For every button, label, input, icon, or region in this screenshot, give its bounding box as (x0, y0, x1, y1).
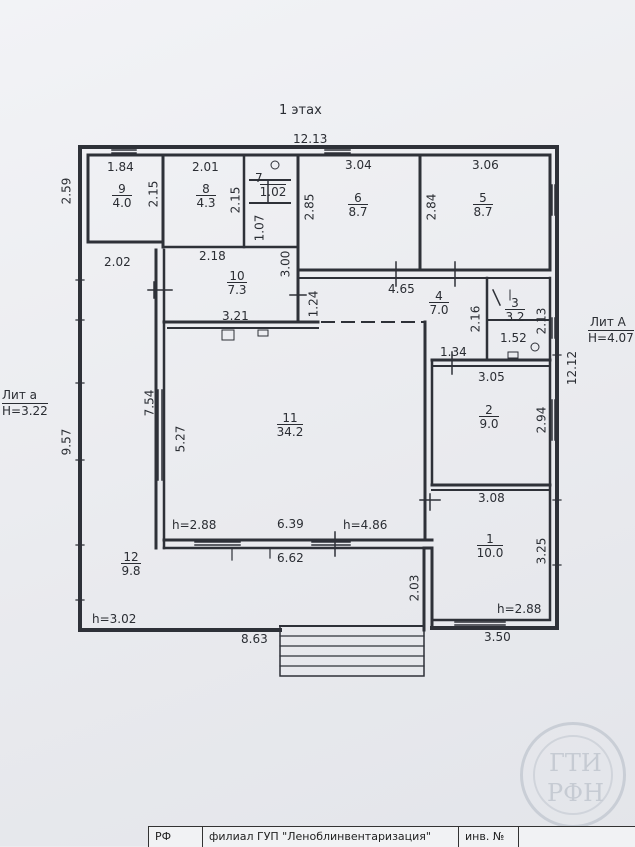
dim-2-01: 2.01 (192, 160, 219, 174)
room-number: 4 (435, 289, 443, 303)
room-number: 3 (511, 296, 519, 310)
room-8: 8 4.3 (192, 183, 220, 209)
dim-2-94: 2.94 (534, 406, 549, 434)
room-area: 9.0 (479, 416, 499, 431)
dim-2-16: 2.16 (468, 305, 483, 333)
dim-2-02: 2.02 (104, 255, 131, 269)
dim-2-15a: 2.15 (146, 180, 161, 208)
lit-right-name: Лит А (590, 315, 626, 329)
dim-2-84: 2.84 (424, 193, 439, 221)
dim-3-05: 3.05 (478, 370, 505, 384)
dim-6-62: 6.62 (277, 551, 304, 565)
room-2: 2 9.0 (474, 404, 504, 430)
lit-left-height: H=3.22 (2, 403, 48, 418)
room-10: 10 7.3 (222, 270, 252, 296)
room-1: 1 10.0 (472, 533, 508, 559)
overall-right-height: 12.12 (565, 350, 580, 386)
height-1: h=2.88 (497, 602, 542, 616)
dim-2-15b: 2.15 (228, 186, 243, 214)
height-11-right: h=4.86 (343, 518, 388, 532)
dim-1-34: 1.34 (440, 345, 467, 359)
room-area: 4.0 (112, 195, 132, 210)
dim-3-00: 3.00 (278, 250, 293, 278)
title-block: РФ филиал ГУП "Леноблинвентаризация" инв… (148, 826, 635, 847)
stamp-bottom-text: РФН (547, 779, 604, 807)
overall-top-width: 12.13 (293, 132, 328, 146)
height-12: h=3.02 (92, 612, 137, 626)
room-number: 12 (123, 550, 139, 564)
room-number: 1 (486, 532, 494, 546)
organization-stamp: ГТИ РФН (520, 722, 626, 828)
room-5: 5 8.7 (468, 192, 498, 218)
dim-5-27: 5.27 (173, 425, 188, 453)
room-area: 34.2 (276, 424, 304, 439)
dim-7-54: 7.54 (142, 389, 157, 417)
dim-2-03: 2.03 (407, 574, 422, 602)
room-area: 7.3 (227, 282, 247, 297)
room-number: 10 (229, 269, 245, 283)
dim-3-06: 3.06 (472, 158, 499, 172)
lit-right-height: H=4.07 (588, 330, 634, 345)
room-area: 7.0 (429, 302, 449, 317)
dim-1-07: 1.07 (252, 214, 267, 242)
dim-6-39: 6.39 (277, 517, 304, 531)
dim-2-13: 2.13 (534, 307, 549, 335)
room-9: 9 4.0 (108, 183, 136, 209)
room-area: 8.7 (473, 204, 493, 219)
floor-title: 1 этах (279, 103, 322, 118)
room-3: 3 3.2 (500, 297, 530, 323)
stamp-inner-ring (533, 735, 613, 815)
title-block-country: РФ (149, 827, 203, 847)
room-number: 2 (485, 403, 493, 417)
dim-2-18: 2.18 (199, 249, 226, 263)
room-12: 12 9.8 (116, 551, 146, 577)
overall-bottom-width: 8.63 (241, 632, 268, 646)
overall-left-height: 9.57 (59, 428, 74, 456)
room-area: 3.2 (505, 309, 525, 324)
height-11-left: h=2.88 (172, 518, 217, 532)
room-area: 10.0 (476, 545, 504, 560)
room-6: 6 8.7 (343, 192, 373, 218)
dim-1-84: 1.84 (107, 160, 134, 174)
room-number: 11 (282, 411, 298, 425)
room-area: 9.8 (121, 563, 141, 578)
room-number: 6 (354, 191, 362, 205)
dim-3-25: 3.25 (534, 537, 549, 565)
dim-2-85: 2.85 (302, 193, 317, 221)
dim-3-04: 3.04 (345, 158, 372, 172)
stamp-top-text: ГТИ (549, 749, 602, 777)
dim-3-50: 3.50 (484, 630, 511, 644)
room-area: 1.02 (259, 184, 287, 199)
lit-left-name: Лит а (2, 388, 37, 402)
dim-1-52: 1.52 (500, 331, 527, 345)
room-number: 5 (479, 191, 487, 205)
room-11: 11 34.2 (272, 412, 308, 438)
dim-3-08: 3.08 (478, 491, 505, 505)
room-7: 7 1.02 (255, 172, 291, 198)
overall-left-top-height: 2.59 (59, 177, 74, 205)
room-number: 9 (118, 182, 126, 196)
dim-3-21: 3.21 (222, 309, 249, 323)
dim-4-65: 4.65 (388, 282, 415, 296)
room-area: 4.3 (196, 195, 216, 210)
room-number: 7 (255, 171, 263, 185)
dim-1-24: 1.24 (306, 290, 321, 318)
title-block-organization: филиал ГУП "Леноблинвентаризация" (203, 827, 459, 847)
room-number: 8 (202, 182, 210, 196)
room-area: 8.7 (348, 204, 368, 219)
title-block-inventory-no: инв. № (459, 827, 519, 847)
room-4: 4 7.0 (424, 290, 454, 316)
